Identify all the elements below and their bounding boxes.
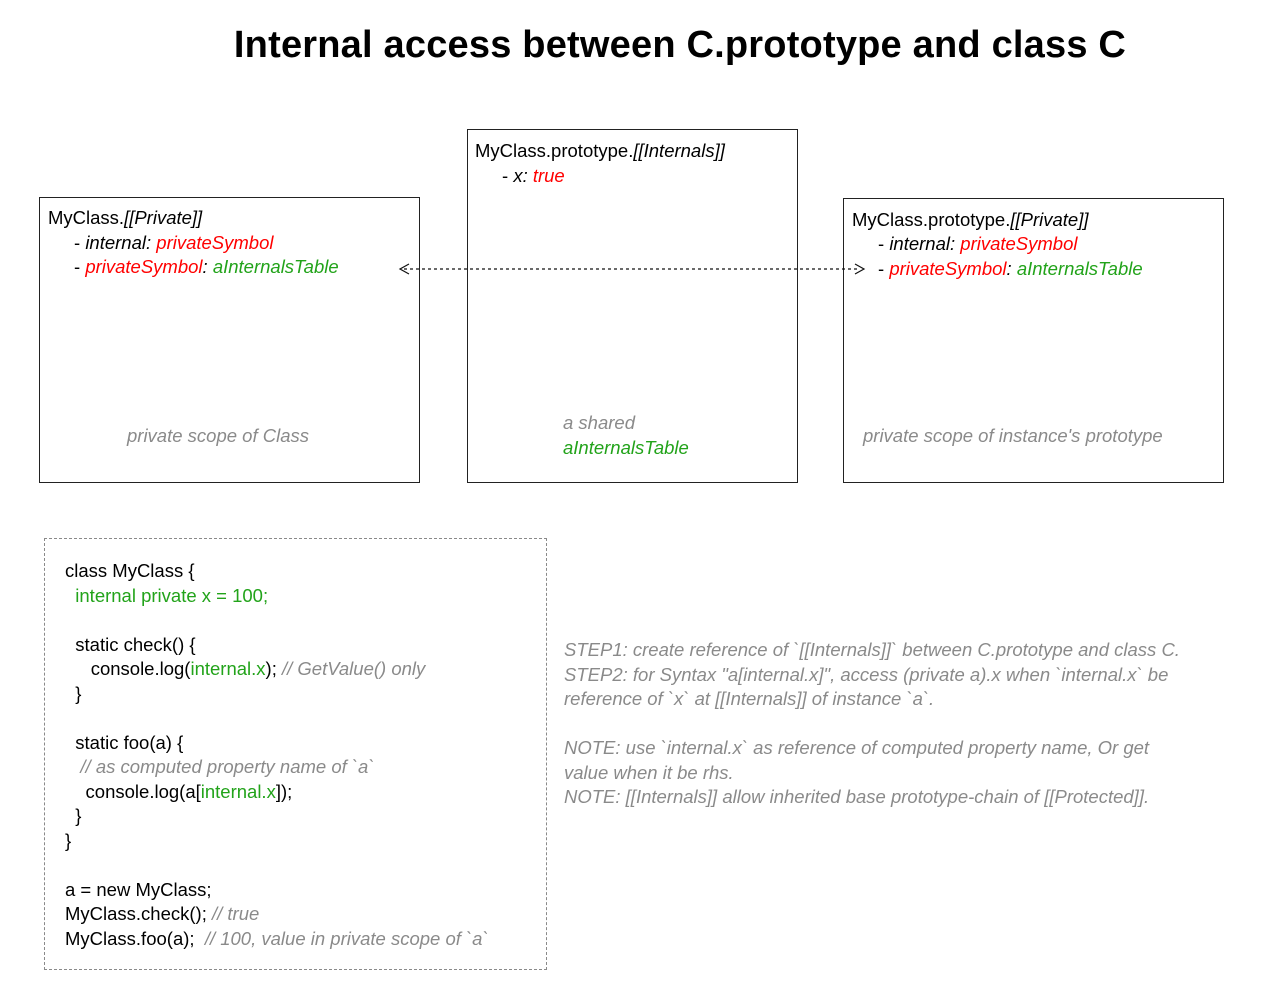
arrowhead-left — [398, 263, 410, 275]
prototype-internals-entry-x: - x: true — [502, 165, 565, 186]
code-line: internal private x = 100; — [65, 584, 269, 606]
prototype-internals-heading: MyClass.prototype.[[Internals]] — [475, 140, 725, 161]
code-line: static foo(a) { — [65, 731, 184, 753]
code-line: console.log(a[internal.x]); — [65, 780, 293, 802]
note-line: NOTE: use `internal.x` as reference of c… — [564, 737, 1150, 758]
code-line: // as computed property name of `a` — [65, 756, 375, 777]
code-line: static check() { — [65, 633, 196, 655]
note-line — [564, 712, 1180, 737]
code-sample-box: class MyClass { internal private x = 100… — [44, 538, 547, 970]
prototype-internals-box — [467, 129, 798, 483]
code-line: MyClass.foo(a); // 100, value in private… — [65, 927, 489, 949]
note-line: STEP2: for Syntax "a[internal.x]", acces… — [564, 663, 1169, 685]
step-notes: STEP1: create reference of `[[Internals]… — [564, 638, 1180, 810]
class-private-entry-internal: - internal: privateSymbol — [74, 232, 274, 253]
code-line: } — [65, 829, 72, 851]
note-line: NOTE: [[Internals]] allow inherited base… — [564, 786, 1150, 807]
code-line: } — [65, 805, 82, 826]
shared-table-caption: a shared aInternalsTable — [563, 412, 689, 458]
arrowhead-right — [854, 263, 866, 275]
code-line: } — [65, 682, 82, 704]
note-line: value when it be rhs. — [564, 761, 734, 783]
code-line: console.log(internal.x); // GetValue() o… — [65, 658, 426, 679]
prototype-private-heading: MyClass.prototype.[[Private]] — [852, 209, 1089, 230]
class-private-caption: private scope of Class — [127, 425, 310, 446]
code-line — [65, 608, 489, 633]
code-line — [65, 853, 489, 878]
code-line: a = new MyClass; — [65, 878, 212, 900]
code-line — [65, 706, 489, 731]
note-line: STEP1: create reference of `[[Internals]… — [564, 639, 1180, 660]
class-private-heading: MyClass.[[Private]] — [48, 207, 203, 228]
class-private-entry-symbol: - privateSymbol: aInternalsTable — [74, 256, 339, 277]
class-private-box — [39, 197, 420, 483]
code-line: class MyClass { — [65, 560, 195, 581]
note-line: reference of `x` at [[Internals]] of ins… — [564, 688, 935, 709]
prototype-private-entry-internal: - internal: privateSymbol — [878, 233, 1078, 254]
prototype-private-box — [843, 198, 1224, 483]
page-title: Internal access between C.prototype and … — [233, 24, 1127, 66]
code-lines: class MyClass { internal private x = 100… — [65, 559, 489, 951]
code-line: MyClass.check(); // true — [65, 903, 260, 924]
prototype-private-entry-symbol: - privateSymbol: aInternalsTable — [878, 258, 1143, 279]
prototype-private-caption: private scope of instance's prototype — [863, 425, 1163, 446]
